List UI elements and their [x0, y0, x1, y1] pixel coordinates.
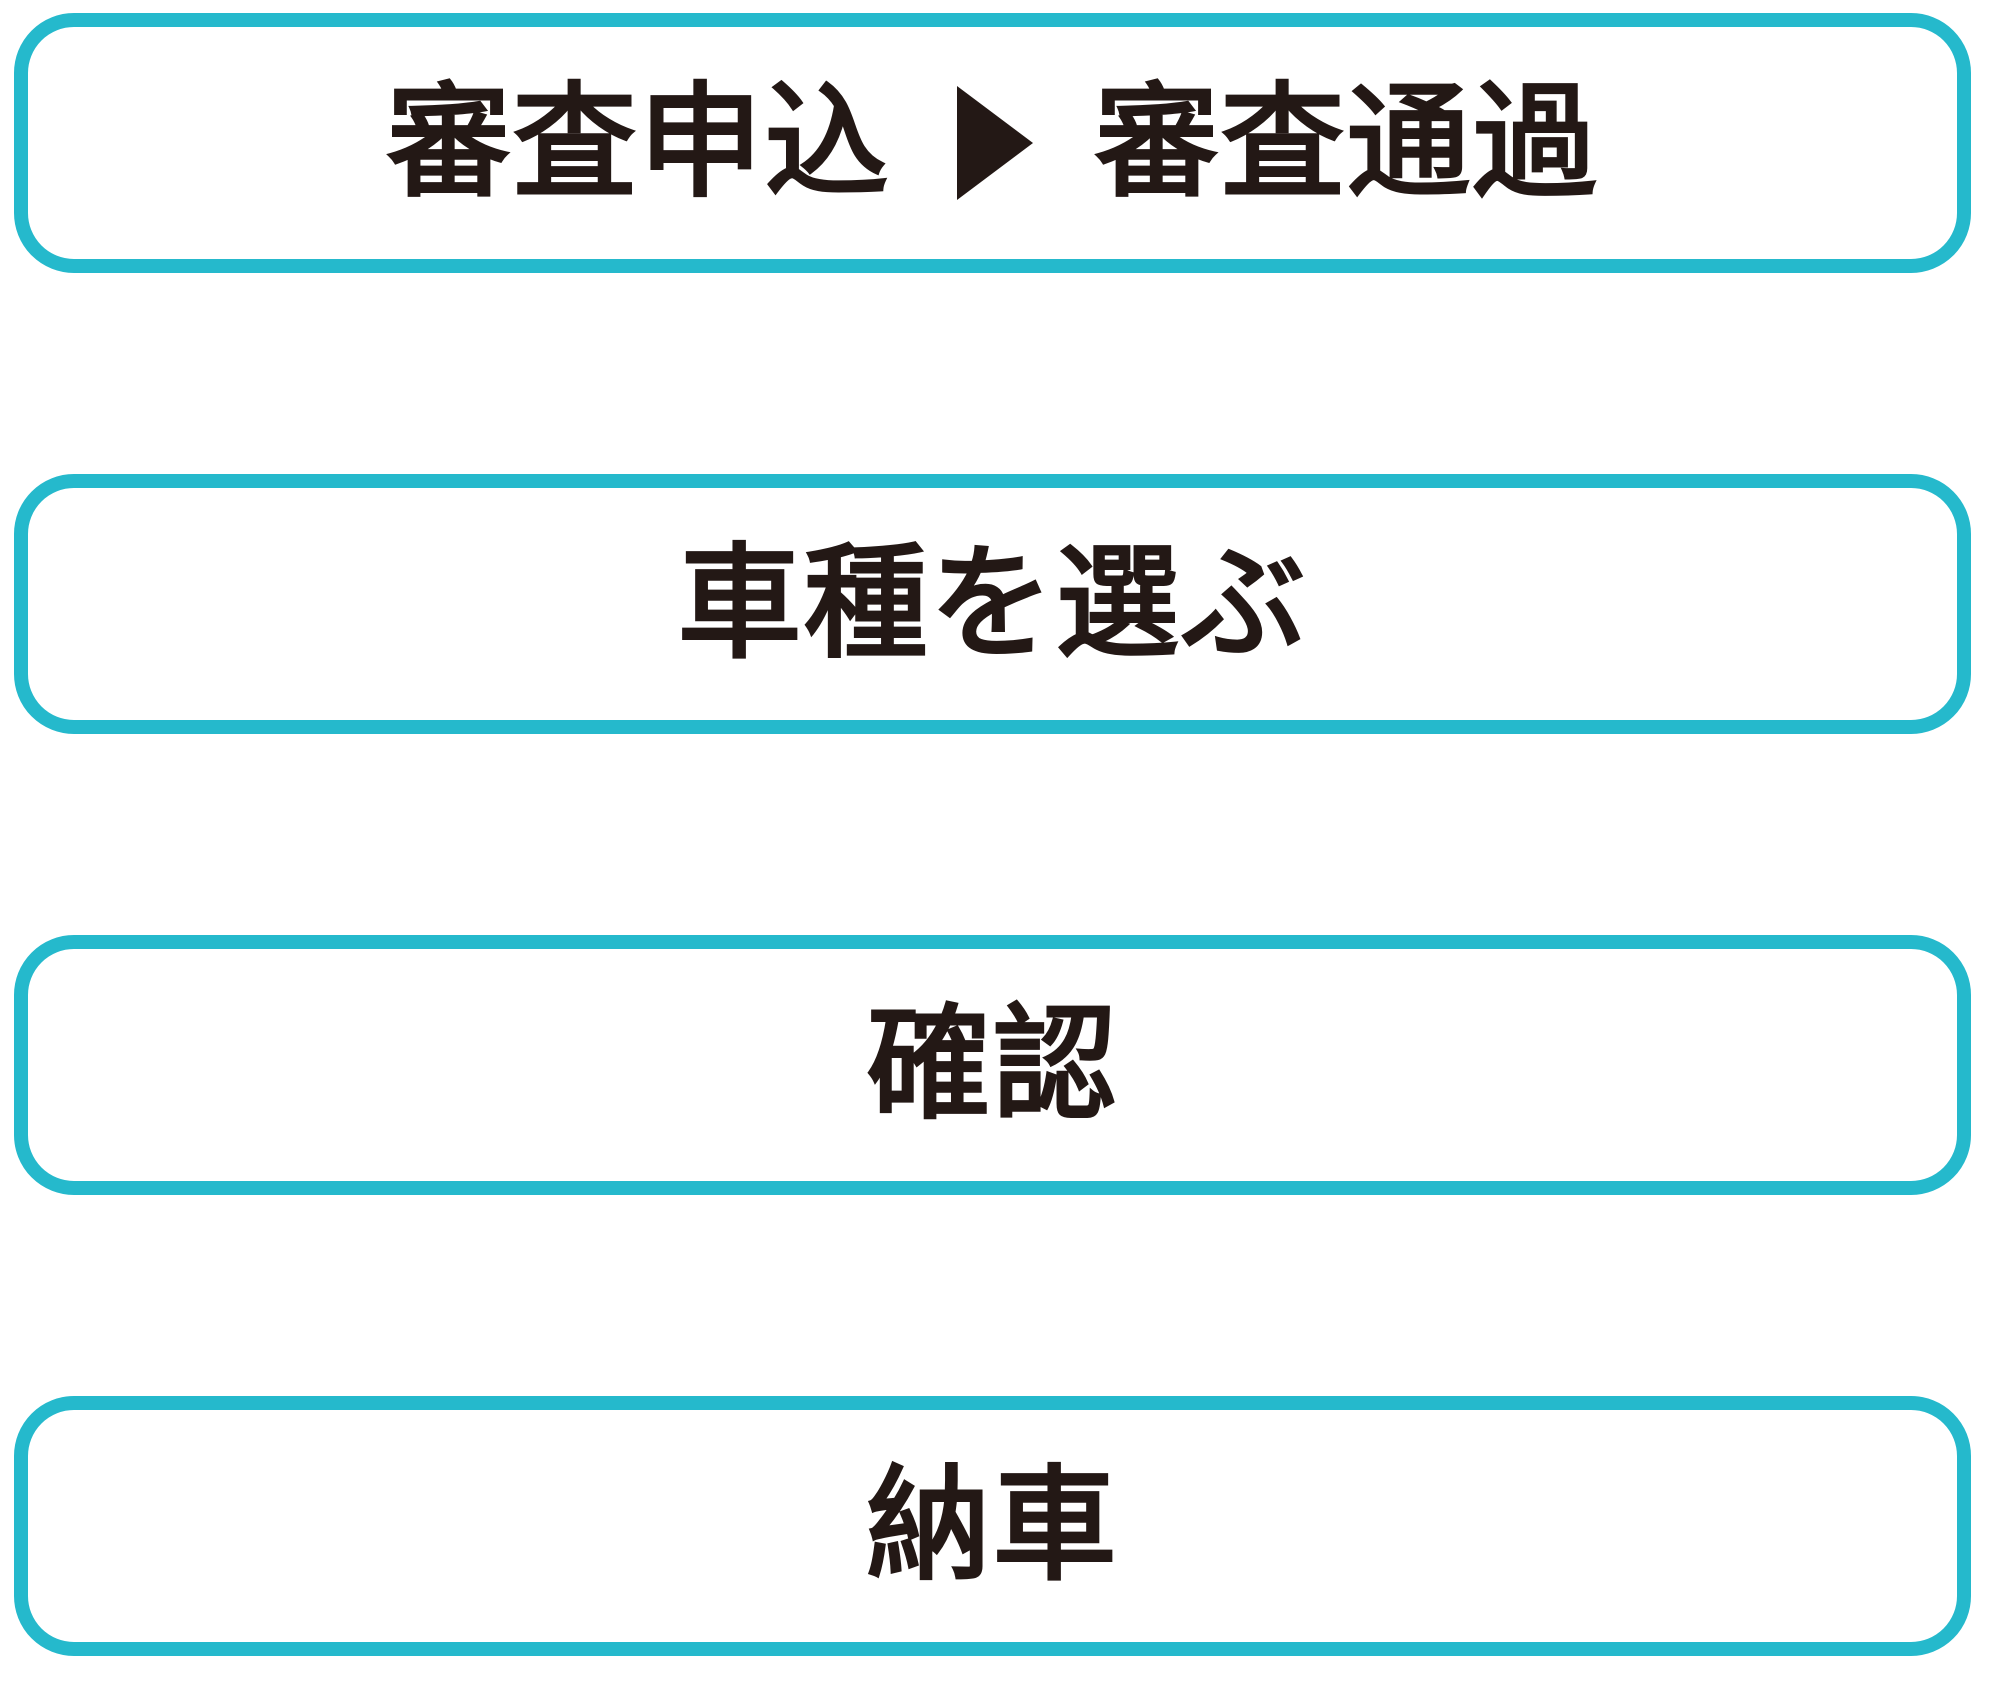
step-label-application-to: 審査通過 — [1094, 71, 1599, 215]
step-label-delivery: 納車 — [866, 1454, 1119, 1598]
step-box-confirm: 確認 — [14, 935, 1971, 1195]
step-label-confirm: 確認 — [866, 993, 1119, 1137]
step-label-application-from: 審査申込 — [386, 71, 891, 215]
step-box-delivery: 納車 — [14, 1396, 1971, 1656]
step-box-choose-model: 車種を選ぶ — [14, 474, 1971, 734]
step-label-application: 審査申込 審査通過 — [386, 81, 1598, 205]
play-triangle-right-icon — [956, 86, 1033, 200]
step-label-choose-model: 車種を選ぶ — [677, 532, 1308, 676]
step-box-application: 審査申込 審査通過 — [14, 13, 1971, 273]
